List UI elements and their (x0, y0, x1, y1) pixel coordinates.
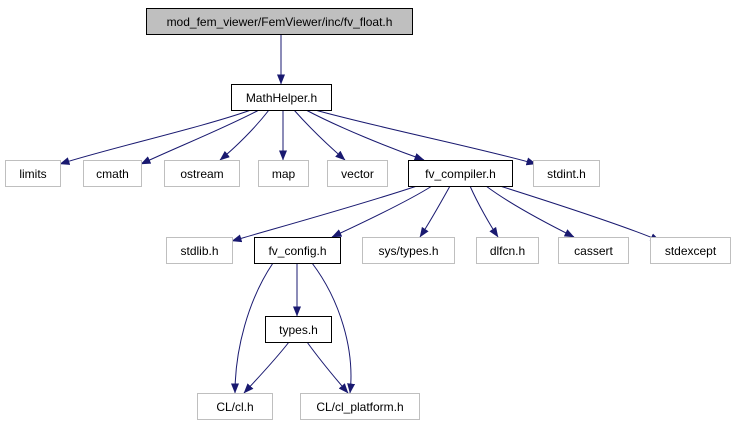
node-mathhelper[interactable]: MathHelper.h (231, 84, 332, 111)
node-box (258, 160, 309, 187)
edge-fv_config-to-cl (231, 262, 274, 394)
edge-mathhelper-to-stdint (314, 109, 537, 166)
node-box (650, 237, 731, 264)
edge-mathhelper-to-vector (293, 109, 346, 161)
node-stdlib: stdlib.h (166, 237, 233, 264)
node-map: map (258, 160, 309, 187)
node-box (362, 237, 455, 264)
edge-fv_compiler-to-stdexcept (499, 185, 661, 242)
node-dlfcn: dlfcn.h (476, 237, 539, 264)
node-box (166, 237, 233, 264)
node-label: map (272, 167, 296, 181)
node-fv-compiler[interactable]: fv_compiler.h (408, 160, 513, 187)
edge-fv_compiler-to-dlfcn (469, 185, 499, 238)
node-fv-float[interactable]: mod_fem_viewer/FemViewer/inc/fv_float.h (146, 8, 413, 35)
node-types[interactable]: types.h (265, 316, 332, 343)
node-ostream: ostream (164, 160, 240, 187)
node-cassert: cassert (558, 237, 629, 264)
node-box (164, 160, 240, 187)
node-vector: vector (327, 160, 388, 187)
node-box (327, 160, 388, 187)
node-label: vector (341, 167, 374, 181)
node-label: ostream (180, 167, 223, 181)
node-cl-platform: CL/cl_platform.h (300, 393, 420, 420)
edge-fv_compiler-to-stdlib (231, 185, 418, 243)
edge-mathhelper-to-fv_compiler (305, 109, 425, 161)
node-limits: limits (5, 160, 61, 187)
node-box (146, 8, 413, 35)
node-label: sys/types.h (378, 244, 438, 258)
edge-fv_compiler-to-fv_config (331, 185, 433, 238)
edge-mathhelper-to-limits (59, 109, 252, 165)
node-label: dlfcn.h (490, 244, 525, 258)
edge-mathhelper-to-cmath (140, 109, 260, 165)
node-label: CL/cl.h (216, 400, 253, 414)
node-sys-types: sys/types.h (362, 237, 455, 264)
edge-mathhelper-to-ostream (219, 109, 270, 161)
edge-fv_compiler-to-cassert (485, 185, 575, 238)
node-stdexcept: stdexcept (650, 237, 731, 264)
node-label: cmath (96, 167, 129, 181)
node-fv-config[interactable]: fv_config.h (254, 237, 341, 264)
node-label: fv_compiler.h (425, 167, 496, 181)
node-box (558, 237, 629, 264)
edge-fv_compiler-to-sys_types (419, 185, 451, 238)
node-box (265, 316, 332, 343)
node-label: mod_fem_viewer/FemViewer/inc/fv_float.h (167, 15, 393, 29)
node-label: stdint.h (547, 167, 586, 181)
node-box (5, 160, 61, 187)
node-box (476, 237, 539, 264)
node-label: CL/cl_platform.h (316, 400, 403, 414)
node-label: limits (19, 167, 46, 181)
node-label: types.h (279, 323, 318, 337)
edge-fv_config-to-cl_platform (311, 262, 356, 394)
node-box (408, 160, 513, 187)
node-box (533, 160, 600, 187)
node-box (83, 160, 142, 187)
node-label: cassert (574, 244, 613, 258)
node-label: fv_config.h (268, 244, 326, 258)
edge-types-to-cl_platform (306, 341, 349, 394)
node-label: stdexcept (665, 244, 717, 258)
node-label: MathHelper.h (246, 91, 317, 105)
node-cmath: cmath (83, 160, 142, 187)
node-cl: CL/cl.h (197, 393, 273, 420)
node-stdint: stdint.h (533, 160, 600, 187)
node-box (300, 393, 420, 420)
node-box (231, 84, 332, 111)
node-box (197, 393, 273, 420)
node-box (254, 237, 341, 264)
node-label: stdlib.h (180, 244, 218, 258)
edge-types-to-cl (243, 341, 290, 394)
